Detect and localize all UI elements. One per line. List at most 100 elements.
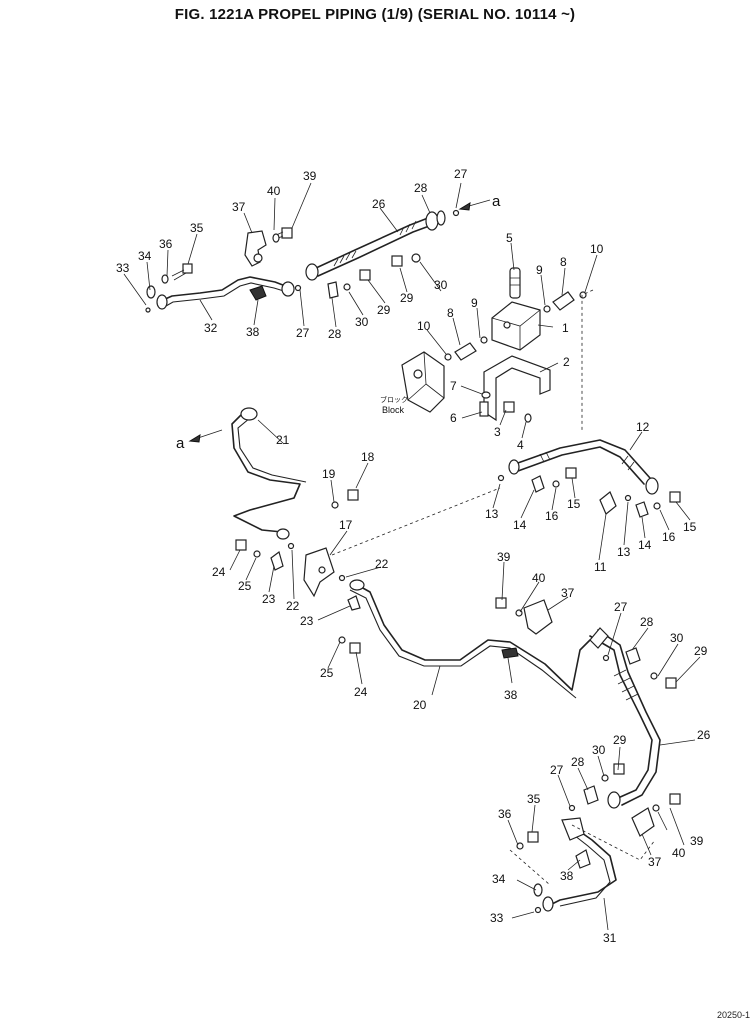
callout-30: 30 bbox=[434, 278, 448, 292]
callout-27: 27 bbox=[614, 600, 628, 614]
clamp-38-upper bbox=[249, 285, 267, 301]
pipe-31 bbox=[542, 817, 617, 912]
callout-34: 34 bbox=[492, 872, 506, 886]
callout-3: 3 bbox=[494, 425, 501, 439]
callout-37: 37 bbox=[232, 200, 246, 214]
callout-31: 31 bbox=[603, 931, 617, 945]
clamp-37-upper bbox=[244, 230, 267, 267]
callout-8: 8 bbox=[447, 306, 454, 320]
callout-26: 26 bbox=[372, 197, 386, 211]
valve-block-1 bbox=[491, 301, 541, 351]
callout-14: 14 bbox=[513, 518, 527, 532]
bolt-35-upper bbox=[145, 263, 193, 313]
callout-10: 10 bbox=[417, 319, 431, 333]
ref-block bbox=[401, 351, 445, 413]
callout-28: 28 bbox=[328, 327, 342, 341]
callout-29: 29 bbox=[694, 644, 708, 658]
pipe-21 bbox=[231, 407, 307, 540]
connector-8-left bbox=[444, 336, 488, 361]
callout-23: 23 bbox=[300, 614, 314, 628]
callout-37: 37 bbox=[648, 855, 662, 869]
connector-8-right bbox=[543, 291, 587, 313]
callout-38: 38 bbox=[504, 688, 518, 702]
callout-18: 18 bbox=[361, 450, 375, 464]
ref-a-top: a bbox=[492, 193, 501, 210]
callout-33: 33 bbox=[116, 261, 130, 275]
callout-25: 25 bbox=[238, 579, 252, 593]
ref-arrow-a-left: a bbox=[176, 429, 223, 452]
callout-27: 27 bbox=[296, 326, 310, 340]
callout-38: 38 bbox=[560, 869, 574, 883]
callout-40: 40 bbox=[267, 184, 281, 198]
callout-22: 22 bbox=[375, 557, 389, 571]
callout-8: 8 bbox=[560, 255, 567, 269]
hose-26-upper bbox=[305, 209, 460, 281]
callout-32: 32 bbox=[204, 321, 218, 335]
callout-25: 25 bbox=[320, 666, 334, 680]
callout-36: 36 bbox=[498, 807, 512, 821]
callout-27: 27 bbox=[550, 763, 564, 777]
callout-13: 13 bbox=[485, 507, 499, 521]
fittings-33-36-lower bbox=[516, 831, 543, 914]
callout-15: 15 bbox=[683, 520, 697, 534]
figure-title: FIG. 1221A PROPEL PIPING (1/9) (SERIAL N… bbox=[174, 6, 576, 23]
callout-14: 14 bbox=[638, 538, 652, 552]
elbow-5 bbox=[509, 267, 521, 299]
drawing-code: 20250-1 bbox=[716, 1010, 750, 1020]
callout-36: 36 bbox=[159, 237, 173, 251]
callout-29: 29 bbox=[377, 303, 391, 317]
callout-19: 19 bbox=[322, 467, 336, 481]
fittings-27-30-lower bbox=[568, 647, 677, 812]
callout-13: 13 bbox=[617, 545, 631, 559]
bolt-39-upper bbox=[272, 227, 293, 243]
block-label-jp: ブロック bbox=[380, 395, 408, 404]
callout-22: 22 bbox=[286, 599, 300, 613]
callout-28: 28 bbox=[640, 615, 654, 629]
bolts-3-4-6-7 bbox=[479, 391, 532, 423]
callout-30: 30 bbox=[670, 631, 684, 645]
callout-35: 35 bbox=[190, 221, 204, 235]
callout-29: 29 bbox=[400, 291, 414, 305]
callout-39: 39 bbox=[303, 169, 317, 183]
callout-39: 39 bbox=[690, 834, 704, 848]
callout-16: 16 bbox=[545, 509, 559, 523]
callout-labels: 27 39 40 28 37 26 35 36 34 33 32 38 27 2… bbox=[116, 167, 711, 945]
callout-6: 6 bbox=[450, 411, 457, 425]
callout-27: 27 bbox=[454, 167, 468, 181]
fittings-22-25 bbox=[235, 539, 361, 654]
leader-lines bbox=[123, 182, 701, 931]
ref-a-left: a bbox=[176, 435, 185, 452]
callout-10: 10 bbox=[590, 242, 604, 256]
callout-29: 29 bbox=[613, 733, 627, 747]
leader-block-to-hose bbox=[581, 289, 594, 430]
callout-40: 40 bbox=[532, 571, 546, 585]
callout-38: 38 bbox=[246, 325, 260, 339]
callout-40: 40 bbox=[672, 846, 686, 860]
callout-15: 15 bbox=[567, 497, 581, 511]
clamp-37-middle bbox=[495, 597, 553, 635]
callout-33: 33 bbox=[490, 911, 504, 925]
callout-21: 21 bbox=[276, 433, 290, 447]
block-label-en: Block bbox=[382, 405, 405, 415]
callout-4: 4 bbox=[517, 438, 524, 452]
callout-7: 7 bbox=[450, 379, 457, 393]
hose-26-lower bbox=[589, 627, 661, 809]
callout-39: 39 bbox=[497, 550, 511, 564]
leader-17-to-13 bbox=[331, 487, 501, 556]
callout-1: 1 bbox=[562, 321, 569, 335]
pipe-20 bbox=[349, 579, 591, 699]
callout-12: 12 bbox=[636, 420, 650, 434]
callout-9: 9 bbox=[536, 263, 543, 277]
callout-24: 24 bbox=[212, 565, 226, 579]
callout-23: 23 bbox=[262, 592, 276, 606]
callout-28: 28 bbox=[414, 181, 428, 195]
callout-24: 24 bbox=[354, 685, 368, 699]
callout-16: 16 bbox=[662, 530, 676, 544]
callout-28: 28 bbox=[571, 755, 585, 769]
callout-2: 2 bbox=[563, 355, 570, 369]
callout-5: 5 bbox=[506, 231, 513, 245]
callout-35: 35 bbox=[527, 792, 541, 806]
pipe-32 bbox=[156, 276, 295, 310]
